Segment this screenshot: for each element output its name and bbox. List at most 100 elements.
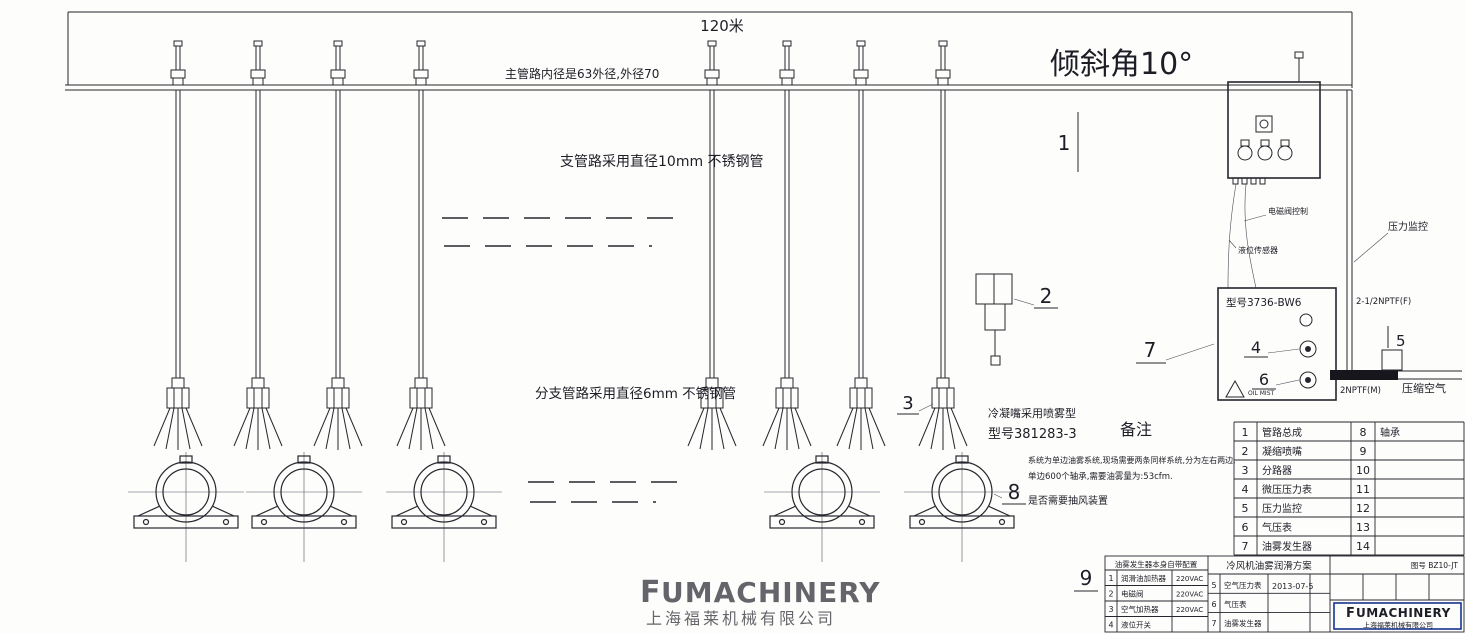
part-no: 13 — [1356, 521, 1370, 534]
sub-branch-pipe-note: 分支管路采用直径6mm 不锈钢管 — [535, 386, 736, 402]
callout-5: 5 — [1396, 332, 1406, 350]
config-row-spec: 220VAC — [1176, 591, 1203, 599]
solenoid-control-label: 电磁阀控制 — [1268, 206, 1308, 216]
oil-mist-generator — [1217, 287, 1337, 401]
callout-6: 6 — [1259, 370, 1269, 389]
company-logo: F UMACHINERY 上海福莱机械有限公司 — [1333, 602, 1462, 630]
part-no: 11 — [1356, 483, 1370, 496]
part-no: 1 — [1242, 426, 1249, 439]
branch-drop — [762, 40, 812, 451]
break-lines — [442, 217, 680, 503]
part-no: 9 — [1360, 445, 1367, 458]
config-row-name: 空气加热器 — [1121, 604, 1159, 614]
annotation-labels: 120米 主管路内径是63外径,外径70 倾斜角10° 支管路采用直径10mm … — [505, 17, 1446, 507]
extra-row-name: 空气压力表 — [1224, 580, 1262, 590]
notes-line1: 系统为单边油雾系统,现场需要两条同样系统,分为左右两边, — [1028, 455, 1236, 465]
bearing-housing — [763, 451, 881, 563]
generator-model-label: 型号3736-BW6 — [1226, 296, 1302, 309]
part-no: 4 — [1242, 483, 1249, 496]
branch-drop — [918, 40, 968, 451]
bearing-housing — [245, 451, 363, 563]
bearing-housing — [127, 451, 245, 563]
part-name: 压力监控 — [1262, 502, 1302, 515]
part-no: 2 — [1242, 445, 1249, 458]
extra-row-name: 油雾发生器 — [1224, 618, 1262, 628]
port-f-label: 2-1/2NPTF(F) — [1356, 297, 1411, 307]
watermark-text: UMACHINERY — [661, 576, 881, 609]
callout-3: 3 — [902, 393, 913, 414]
config-row-no: 3 — [1108, 605, 1113, 614]
condensing-nozzle-assembly — [975, 273, 1013, 366]
control-box — [1227, 51, 1321, 289]
drawing-number: 图号 BZ10-JT — [1411, 561, 1459, 570]
nozzle-note-line2: 型号381283-3 — [988, 427, 1077, 442]
extra-row-no: 6 — [1211, 600, 1216, 609]
callout-2: 2 — [1040, 284, 1053, 308]
part-no: 6 — [1242, 521, 1249, 534]
warning-triangle-icon — [1225, 379, 1245, 398]
date-value: 2013-07-5 — [1272, 582, 1313, 591]
pressure-monitor-label: 压力监控 — [1388, 220, 1428, 233]
level-sensor-label: 液位传感器 — [1238, 245, 1278, 255]
part-no: 8 — [1360, 426, 1367, 439]
watermark: F UMACHINERY 上海福莱机械有限公司 — [640, 575, 881, 628]
part-name: 凝缩喷嘴 — [1262, 445, 1302, 458]
parts-table: 1 管路总成 8 轴承 2 凝缩喷嘴 9 3 分路器 10 4 微压压力表 11… — [1233, 421, 1465, 556]
notes-line3: 是否需要抽风装置 — [1028, 494, 1108, 507]
config-row-no: 1 — [1108, 574, 1113, 583]
watermark-f: F — [640, 575, 661, 610]
part-name: 分路器 — [1262, 464, 1292, 477]
part-name: 管路总成 — [1262, 426, 1302, 439]
notes-line2: 单边600个轴承,需要油雾量为:53cfm. — [1028, 471, 1173, 482]
config-header: 油雾发生器本身自带配置 — [1115, 559, 1198, 569]
branch-drop — [153, 40, 203, 451]
part-name: 气压表 — [1262, 521, 1292, 534]
part-no: 14 — [1356, 540, 1370, 553]
extra-row-no: 5 — [1211, 581, 1216, 590]
config-row-name: 润滑油加热器 — [1121, 573, 1166, 583]
part-no: 7 — [1242, 540, 1249, 553]
config-row-no: 4 — [1108, 621, 1113, 630]
part-no: 12 — [1356, 502, 1370, 515]
logo-f: F — [1346, 606, 1355, 621]
part-name: 轴承 — [1380, 426, 1400, 439]
bearing-housings — [127, 451, 1021, 563]
branch-drop — [233, 40, 283, 451]
extra-row-no: 7 — [1211, 619, 1216, 628]
branch-pipe-note: 支管路采用直径10mm 不锈钢管 — [560, 153, 764, 170]
nozzle-note-line1: 冷凝嘴采用喷雾型 — [988, 406, 1076, 420]
callout-7: 7 — [1144, 338, 1157, 362]
callout-4: 4 — [1251, 338, 1261, 357]
dim-length-label: 120米 — [700, 17, 744, 35]
part-no: 3 — [1242, 464, 1249, 477]
callout-1: 1 — [1058, 131, 1071, 155]
part-no: 5 — [1242, 502, 1249, 515]
part-name: 微压压力表 — [1262, 483, 1312, 496]
config-row-spec: 220VAC — [1176, 606, 1203, 614]
port-m-label: 2NPTF(M) — [1340, 386, 1381, 396]
incline-angle-label: 倾斜角10° — [1050, 47, 1193, 82]
branch-drop — [836, 40, 886, 451]
branch-drop — [313, 40, 363, 451]
bearing-housing — [903, 451, 1021, 563]
branch-drop — [396, 40, 446, 451]
part-name: 油雾发生器 — [1262, 540, 1312, 553]
antenna-icon — [1294, 51, 1304, 82]
main-pipe-note: 主管路内径是63外径,外径70 — [505, 66, 659, 81]
callouts: 1 2 3 4 5 6 7 8 9 — [897, 112, 1406, 592]
config-row-name: 液位开关 — [1121, 620, 1151, 630]
notes-title: 备注 — [1120, 420, 1152, 439]
part-no: 10 — [1356, 464, 1370, 477]
config-row-spec: 220VAC — [1176, 575, 1203, 583]
config-row-no: 2 — [1108, 590, 1113, 599]
logo-company: 上海福莱机械有限公司 — [1363, 621, 1433, 630]
extra-row-name: 气压表 — [1224, 599, 1247, 609]
config-row-name: 电磁阀 — [1121, 589, 1144, 599]
watermark-company: 上海福莱机械有限公司 — [646, 609, 836, 628]
compressed-air-label: 压缩空气 — [1402, 381, 1446, 395]
compressed-air-piping — [1330, 232, 1462, 380]
callout-9: 9 — [1080, 566, 1093, 590]
oil-mist-label: OIL MIST — [1248, 390, 1274, 397]
